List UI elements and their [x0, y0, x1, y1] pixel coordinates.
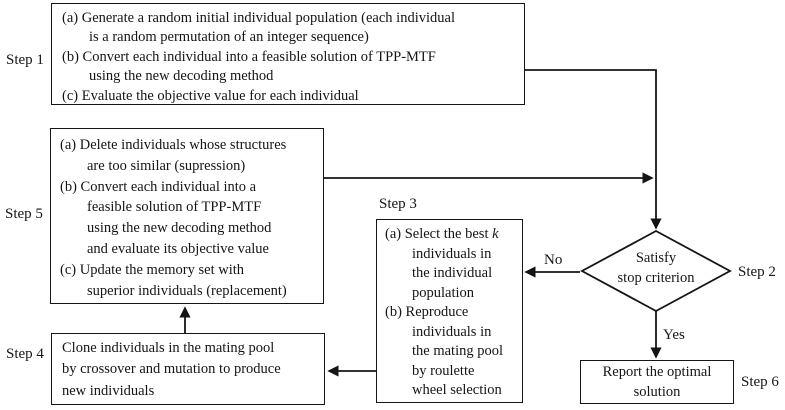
text-line: using the new decoding method — [89, 68, 274, 85]
text-segment: (a) Select the best — [385, 226, 493, 242]
text-line: Satisfy — [635, 250, 677, 266]
text-line: using the new decoding method — [87, 220, 272, 237]
step4-label: Step 4 — [6, 346, 44, 362]
text-line: (b) Reproduce — [385, 304, 469, 320]
step5-box: (a) Delete individuals whose structures … — [50, 128, 324, 304]
text-line: (a) Generate a random initial individual… — [62, 10, 455, 26]
text-line: population — [412, 284, 475, 301]
text-line: (c) Evaluate the objective value for eac… — [62, 87, 359, 104]
text-line: stop criterion — [617, 270, 695, 286]
text-line: the mating pool — [412, 343, 504, 359]
decision-diamond — [580, 229, 732, 313]
text-line: new individuals — [62, 382, 155, 399]
text-line: individuals in — [412, 245, 492, 262]
step6-label: Step 6 — [741, 374, 779, 390]
decision-label: Satisfy stop criterion — [581, 248, 731, 288]
step3-box: (a) Select the best k individuals in the… — [376, 219, 523, 403]
text-line: Report the optimal — [602, 364, 712, 380]
text-line: (a) Delete individuals whose structures — [60, 137, 287, 153]
step1-label: Step 1 — [6, 52, 44, 68]
text-line: individuals in — [412, 323, 492, 340]
text-line: (c) Update the memory set with — [60, 261, 245, 278]
text-line: superior individuals (replacement) — [87, 282, 287, 299]
text-line: is a random permutation of an integer se… — [89, 29, 369, 46]
step5-label: Step 5 — [5, 206, 43, 222]
step1-box: (a) Generate a random initial individual… — [51, 3, 525, 105]
text-line: are too similar (supression) — [87, 157, 246, 174]
text-line: by roulette — [412, 362, 475, 379]
text-line: and evaluate its objective value — [87, 240, 269, 257]
text-line: (b) Convert each individual into a — [60, 178, 257, 195]
no-branch-label: No — [544, 252, 563, 268]
text-line: (b) Convert each individual into a feasi… — [62, 48, 436, 65]
step4-box: Clone individuals in the mating pool by … — [51, 333, 325, 405]
step3-label: Step 3 — [379, 196, 417, 212]
text-line: wheel selection — [412, 382, 502, 398]
arrow-step1-to-decision — [525, 69, 662, 230]
text-line: Clone individuals in the mating pool — [62, 340, 275, 356]
text-line: feasible solution of TPP-MTF — [87, 199, 262, 216]
text-line: the individual — [412, 265, 493, 281]
variable-k: k — [492, 226, 499, 242]
text-line: by crossover and mutation to produce — [62, 361, 281, 378]
yes-branch-label: Yes — [663, 327, 685, 343]
text-line: solution — [633, 384, 681, 400]
step2-label: Step 2 — [738, 264, 776, 280]
step6-box: Report the optimal solution — [580, 360, 734, 404]
text-line: (a) Select the best k — [385, 225, 520, 245]
